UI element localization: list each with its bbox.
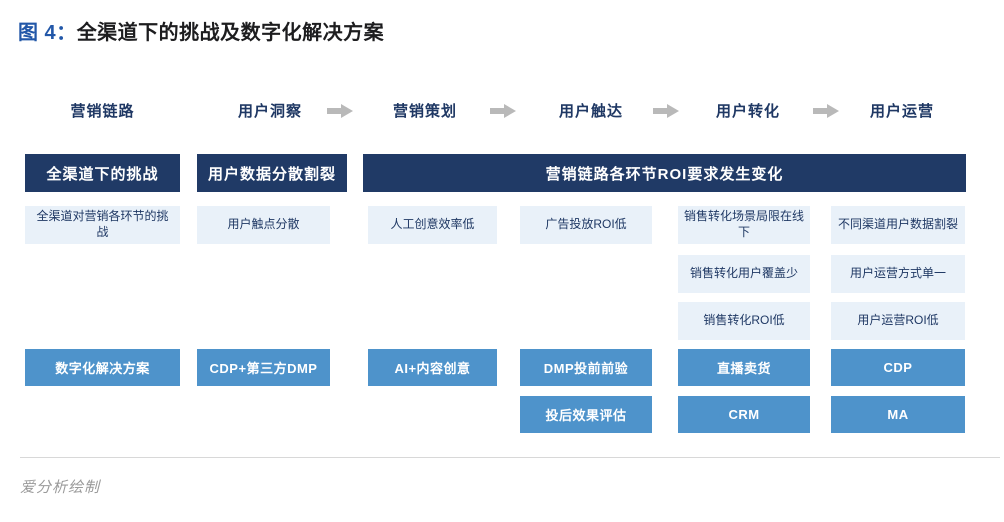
source-credit: 爱分析绘制 (20, 479, 101, 496)
header-omnichannel-challenge: 全渠道下的挑战 (25, 154, 180, 192)
flow-stage-reach: 用户触达 (558, 102, 623, 120)
solution-conversion-2: CRM (678, 396, 810, 433)
header-roi-change: 营销链路各环节ROI要求发生变化 (363, 154, 966, 192)
solution-insight: CDP+第三方DMP (197, 349, 330, 386)
challenge-conversion-3: 销售转化ROI低 (678, 302, 810, 340)
challenge-operation-1: 不同渠道用户数据割裂 (831, 206, 965, 244)
figure-title-text: 全渠道下的挑战及数字化解决方案 (76, 22, 385, 44)
challenge-operation-3: 用户运营ROI低 (831, 302, 965, 340)
challenge-conversion-2: 销售转化用户覆盖少 (678, 255, 810, 293)
solution-reach-2: 投后效果评估 (520, 396, 652, 433)
flow-stage-conversion: 用户转化 (715, 102, 780, 120)
right-arrow-icon (813, 104, 839, 118)
right-arrow-icon (653, 104, 679, 118)
challenge-reach: 广告投放ROI低 (520, 206, 652, 244)
flow-stage-planning: 营销策划 (392, 102, 457, 120)
challenge-planning: 人工创意效率低 (368, 206, 497, 244)
solution-reach-1: DMP投前前验 (520, 349, 652, 386)
solution-operation-1: CDP (831, 349, 965, 386)
solution-planning: AI+内容创意 (368, 349, 497, 386)
right-arrow-icon (327, 104, 353, 118)
header-user-data-fragmented: 用户数据分散割裂 (197, 154, 347, 192)
footer-divider (20, 457, 1000, 458)
solution-operation-2: MA (831, 396, 965, 433)
right-arrow-icon (490, 104, 516, 118)
flow-label-chain: 营销链路 (70, 102, 135, 120)
solution-label: 数字化解决方案 (25, 349, 180, 386)
solution-conversion-1: 直播卖货 (678, 349, 810, 386)
challenge-overall: 全渠道对营销各环节的挑战 (25, 206, 180, 244)
figure-number: 图 4： (18, 22, 77, 44)
figure-title: 图 4：全渠道下的挑战及数字化解决方案 (18, 16, 384, 45)
challenge-conversion-1: 销售转化场景局限在线下 (678, 206, 810, 244)
challenge-operation-2: 用户运营方式单一 (831, 255, 965, 293)
challenge-insight: 用户触点分散 (197, 206, 330, 244)
flow-stage-operation: 用户运营 (869, 102, 934, 120)
flow-stage-insight: 用户洞察 (237, 102, 302, 120)
